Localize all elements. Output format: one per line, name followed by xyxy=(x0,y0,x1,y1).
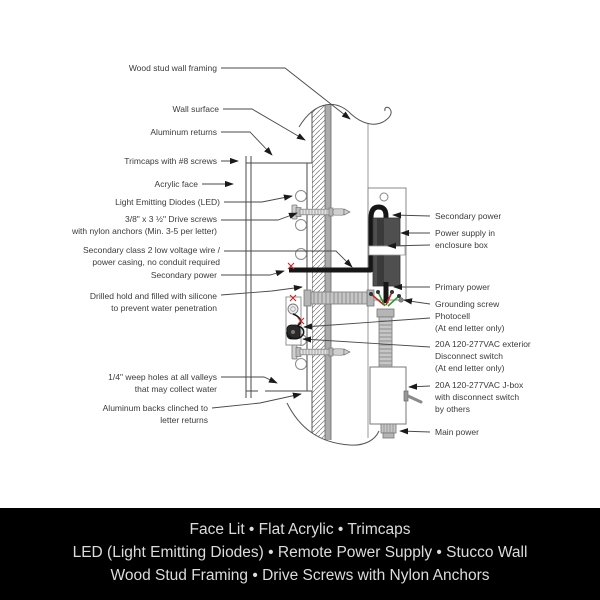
junction-box xyxy=(369,366,423,439)
led-module xyxy=(295,358,307,370)
grounding-screw-dot xyxy=(398,297,404,303)
wire-connectors xyxy=(369,290,404,307)
caption-line: Wood Stud Framing • Drive Screws with Ny… xyxy=(110,566,490,584)
leader-line xyxy=(224,250,353,268)
leader-lines xyxy=(202,67,431,435)
label-acrylic-face: Acrylic face xyxy=(154,179,198,189)
leader-line xyxy=(302,336,431,348)
secondary-power-wire xyxy=(289,204,389,273)
label-main-power: Main power xyxy=(435,427,479,437)
wall-break-top xyxy=(298,103,392,128)
primary-power-wire xyxy=(383,282,389,303)
caption-line: LED (Light Emitting Diodes) • Remote Pow… xyxy=(72,543,528,561)
leader-line xyxy=(211,392,302,409)
label-wall-surface: Wall surface xyxy=(172,104,219,114)
led-module xyxy=(295,190,307,202)
label-drilled-hole-silicone: Drilled hold and filled with silicone to… xyxy=(89,291,217,313)
leader-line xyxy=(399,428,431,435)
flex-conduit-vertical xyxy=(376,308,395,369)
photocell-device xyxy=(285,296,305,346)
label-drive-screws: 3/8" x 3 ½" Drive screws with nylon anch… xyxy=(71,214,217,236)
leader-line xyxy=(303,317,431,330)
label-exterior-disconnect-switch: 20A 120-277VAC exterior Disconnect switc… xyxy=(435,339,531,373)
leader-line xyxy=(223,108,306,141)
leader-line xyxy=(221,67,351,120)
caption-band: Face Lit • Flat Acrylic • Trimcaps LED (… xyxy=(0,508,600,600)
label-secondary-power-right: Secondary power xyxy=(435,211,502,221)
wire-tie-marks xyxy=(287,262,305,325)
leader-line xyxy=(403,298,431,305)
label-led: Light Emitting Diodes (LED) xyxy=(115,197,220,207)
led-module xyxy=(295,219,307,231)
label-photocell: Photocell (At end letter only) xyxy=(435,311,505,333)
main-power-nipple xyxy=(380,423,397,439)
trimcap-mark xyxy=(245,156,252,398)
label-grounding-screw: Grounding screw xyxy=(435,299,500,309)
label-jbox: 20A 120-277VAC J-box with disconnect swi… xyxy=(435,380,524,414)
label-weep-holes: 1/4" weep holes at all valleys that may … xyxy=(108,372,217,394)
label-secondary-class2-wire: Secondary class 2 low voltage wire / pow… xyxy=(82,245,220,267)
caption-line: Face Lit • Flat Acrylic • Trimcaps xyxy=(189,520,411,538)
leader-line xyxy=(392,212,431,219)
label-secondary-power-left: Secondary power xyxy=(150,270,217,280)
leader-line xyxy=(221,131,273,156)
label-primary-power: Primary power xyxy=(435,282,490,292)
leader-line xyxy=(224,194,293,203)
leader-line xyxy=(221,212,298,221)
leader-line xyxy=(408,383,431,390)
label-wood-stud-wall-framing: Wood stud wall framing xyxy=(128,63,217,73)
label-power-supply: Power supply in enclosure box xyxy=(435,228,496,250)
letter-section-diagram xyxy=(202,67,431,446)
leader-line xyxy=(221,270,285,277)
led-module xyxy=(295,248,307,260)
leader-line xyxy=(221,376,278,384)
label-trimcaps: Trimcaps with #8 screws xyxy=(124,156,217,166)
leader-line xyxy=(387,242,431,249)
label-aluminum-returns: Aluminum returns xyxy=(150,127,217,137)
wall-break-bottom xyxy=(286,402,380,446)
flex-conduit-horizontal xyxy=(303,289,375,307)
label-aluminum-backs: Aluminum backs clinched to letter return… xyxy=(102,403,208,425)
power-supply-block xyxy=(368,217,406,287)
mounting-hole xyxy=(379,192,389,202)
leader-line xyxy=(220,284,303,296)
